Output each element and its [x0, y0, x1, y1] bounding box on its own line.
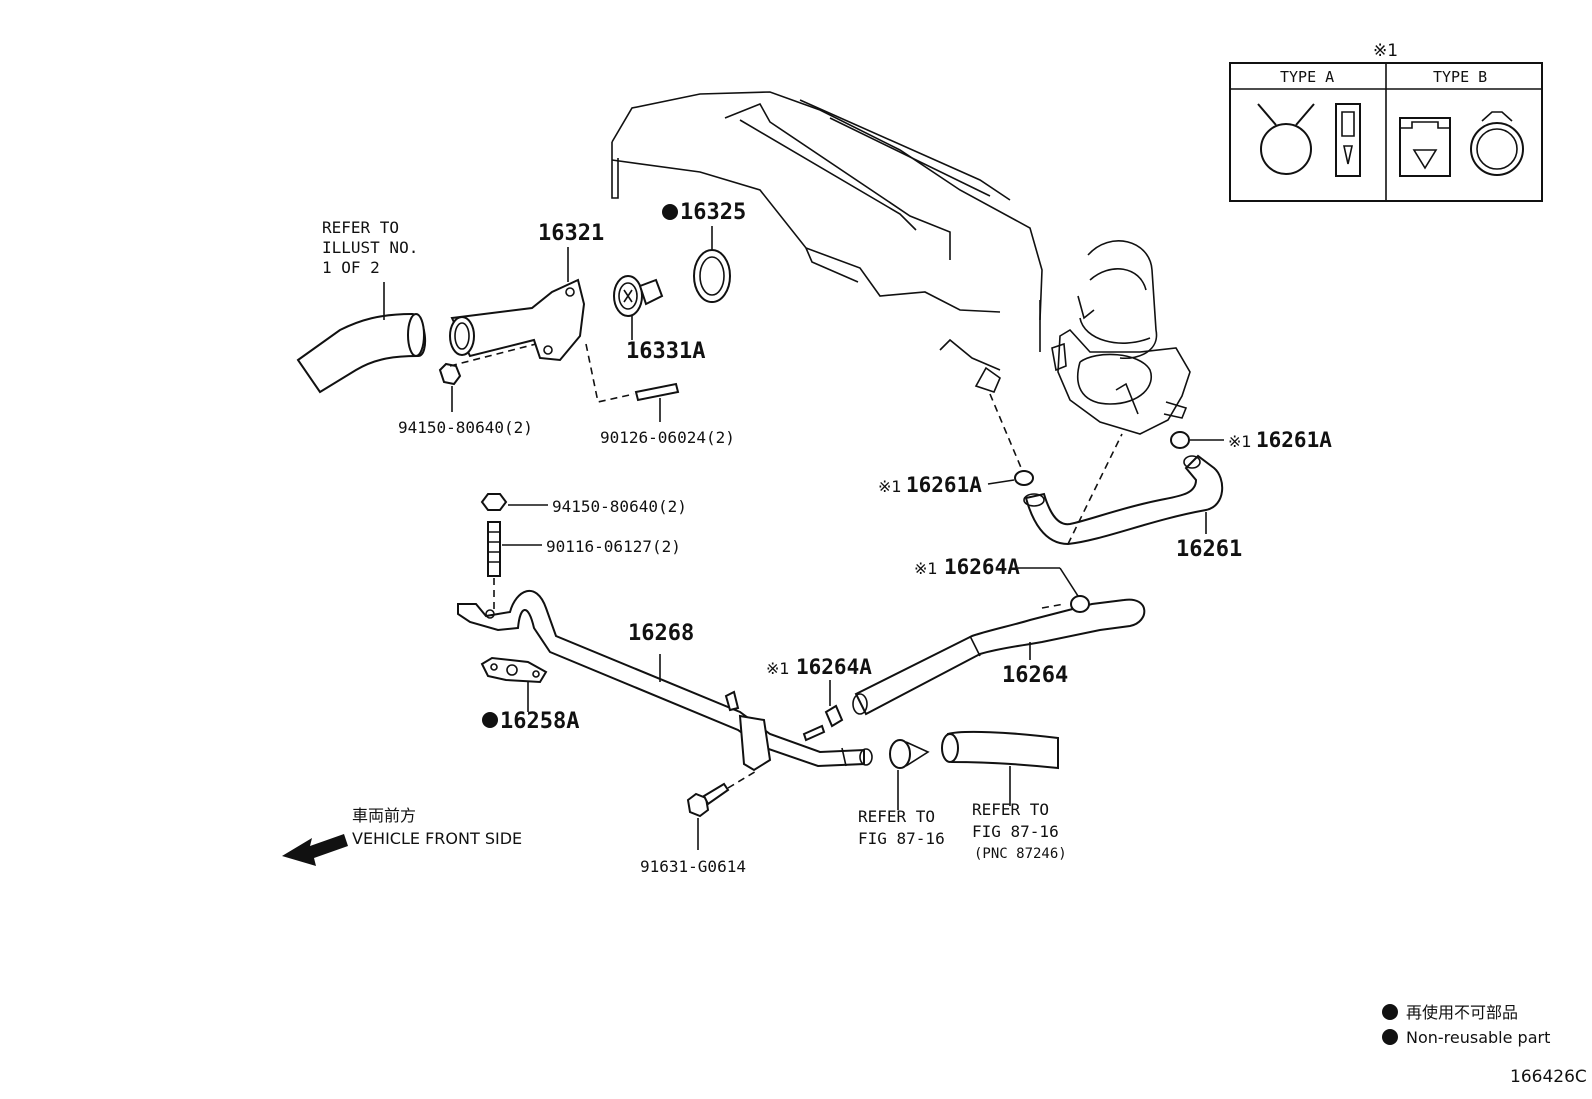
ref-illust-line1: REFER TO	[322, 218, 399, 237]
clamp-type-legend: ※1 TYPE A TYPE B	[1229, 41, 1543, 202]
clip-16261A-right	[1170, 431, 1190, 449]
hose-16261	[1023, 454, 1224, 546]
nonreuse-en: Non-reusable part	[1406, 1028, 1550, 1047]
ref-illust-line2: ILLUST NO.	[322, 238, 418, 257]
gasket-16325	[693, 249, 731, 303]
part-16268: 16268	[628, 621, 694, 646]
part-91631-G0614: 91631-G0614	[640, 857, 746, 876]
part-16261A-right: 16261A	[1256, 428, 1332, 452]
diagram-code: 166426C	[1510, 1067, 1587, 1087]
hose-16264	[852, 598, 1146, 716]
clip-16264A-upper	[1070, 595, 1090, 613]
part-16258A: 16258A	[500, 709, 579, 734]
ref-fig-a-line1: REFER TO	[858, 807, 935, 826]
throttle-body-outline	[1051, 240, 1191, 435]
part-16261A-left: 16261A	[906, 473, 982, 497]
non-reusable-dot-16325	[662, 204, 678, 220]
direction-en: VEHICLE FRONT SIDE	[352, 829, 522, 848]
radiator-hose-upper	[296, 312, 427, 394]
legend-dot-en	[1382, 1029, 1398, 1045]
part-94150-80640-lower: 94150-80640(2)	[552, 497, 687, 516]
ref-fig-b-line2: FIG 87-16	[972, 822, 1059, 841]
bolt-91631	[686, 782, 730, 818]
vehicle-front-arrow-icon	[282, 834, 348, 866]
part-16331A: 16331A	[626, 339, 705, 364]
legend-type-a: TYPE A	[1280, 68, 1334, 86]
part-16264A-upper: 16264A	[944, 555, 1020, 579]
clamp-type-a-icon	[1257, 103, 1361, 177]
ref-illust-line3: 1 OF 2	[322, 258, 380, 277]
nonreuse-jp: 再使用不可部品	[1406, 1003, 1518, 1022]
ref-fig-b-line1: REFER TO	[972, 800, 1049, 819]
clip-16264A-lower	[824, 704, 844, 728]
thermostat-16331A	[613, 275, 664, 317]
part-90126-06024: 90126-06024(2)	[600, 428, 735, 447]
hose-clamp-ref	[889, 739, 930, 769]
engine-block-outline	[611, 91, 1043, 393]
nut-94150-lower	[480, 493, 508, 511]
stud-90126	[634, 382, 680, 402]
non-reusable-dot-16258A	[482, 712, 498, 728]
gasket-16258A	[480, 656, 548, 684]
part-90116-06127: 90116-06127(2)	[546, 537, 681, 556]
ref-mark-16261A-left: ※1	[878, 477, 902, 496]
ref-fig-a-line2: FIG 87-16	[858, 829, 945, 848]
heater-hose-ref	[941, 730, 1059, 770]
legend-dot-jp	[1382, 1004, 1398, 1020]
legend-type-b: TYPE B	[1433, 68, 1487, 86]
water-inlet-16321	[449, 278, 586, 362]
ref-mark-16264A-upper: ※1	[914, 559, 938, 578]
ref-mark-16261A-right: ※1	[1228, 432, 1252, 451]
nut-94150-upper	[438, 362, 462, 386]
part-94150-80640-upper: 94150-80640(2)	[398, 418, 533, 437]
direction-jp: 車両前方	[352, 806, 416, 825]
clamp-type-b-icon	[1399, 111, 1524, 177]
water-pipe-16268	[457, 589, 873, 772]
stud-90116	[487, 521, 501, 577]
part-16264: 16264	[1002, 663, 1068, 688]
part-16264A-lower: 16264A	[796, 655, 872, 679]
ref-fig-b-line3: (PNC 87246)	[974, 846, 1067, 862]
clip-16261A-left	[1014, 470, 1034, 486]
legend-mark: ※1	[1373, 41, 1398, 61]
part-16321: 16321	[538, 221, 604, 246]
part-16325: 16325	[680, 200, 746, 225]
part-16261: 16261	[1176, 537, 1242, 562]
ref-mark-16264A-lower: ※1	[766, 659, 790, 678]
